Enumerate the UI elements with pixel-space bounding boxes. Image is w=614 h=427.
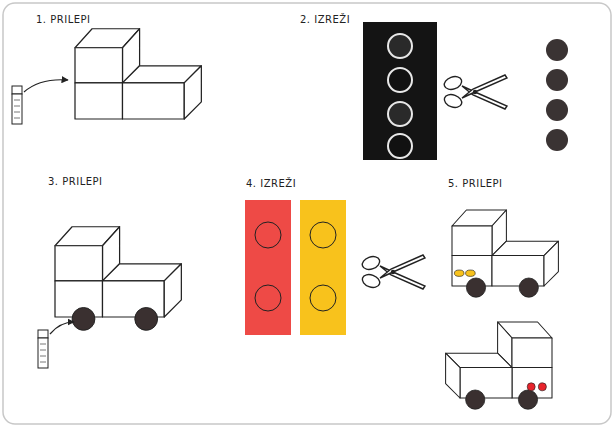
finished-truck [446, 322, 552, 409]
glue-stick [38, 330, 48, 368]
finished-truck [452, 210, 558, 297]
scissors [442, 74, 507, 109]
red-paper [245, 200, 291, 335]
black-paper [363, 22, 437, 160]
box-outline [75, 29, 201, 119]
step-label: 2. IZREŽI [300, 14, 350, 25]
step-label: 3. PRILEPI [48, 176, 103, 187]
yellow-paper [300, 200, 346, 335]
arrow [50, 322, 74, 334]
scissors [360, 254, 425, 289]
arrow [24, 80, 68, 92]
box-with-wheels [55, 227, 181, 331]
step-label: 5. PRILEPI [448, 178, 503, 189]
frame [3, 3, 611, 424]
step-label: 1. PRILEPI [36, 14, 91, 25]
glue-stick [12, 86, 22, 124]
cut-circles [546, 39, 568, 151]
step-label: 4. IZREŽI [246, 178, 296, 189]
